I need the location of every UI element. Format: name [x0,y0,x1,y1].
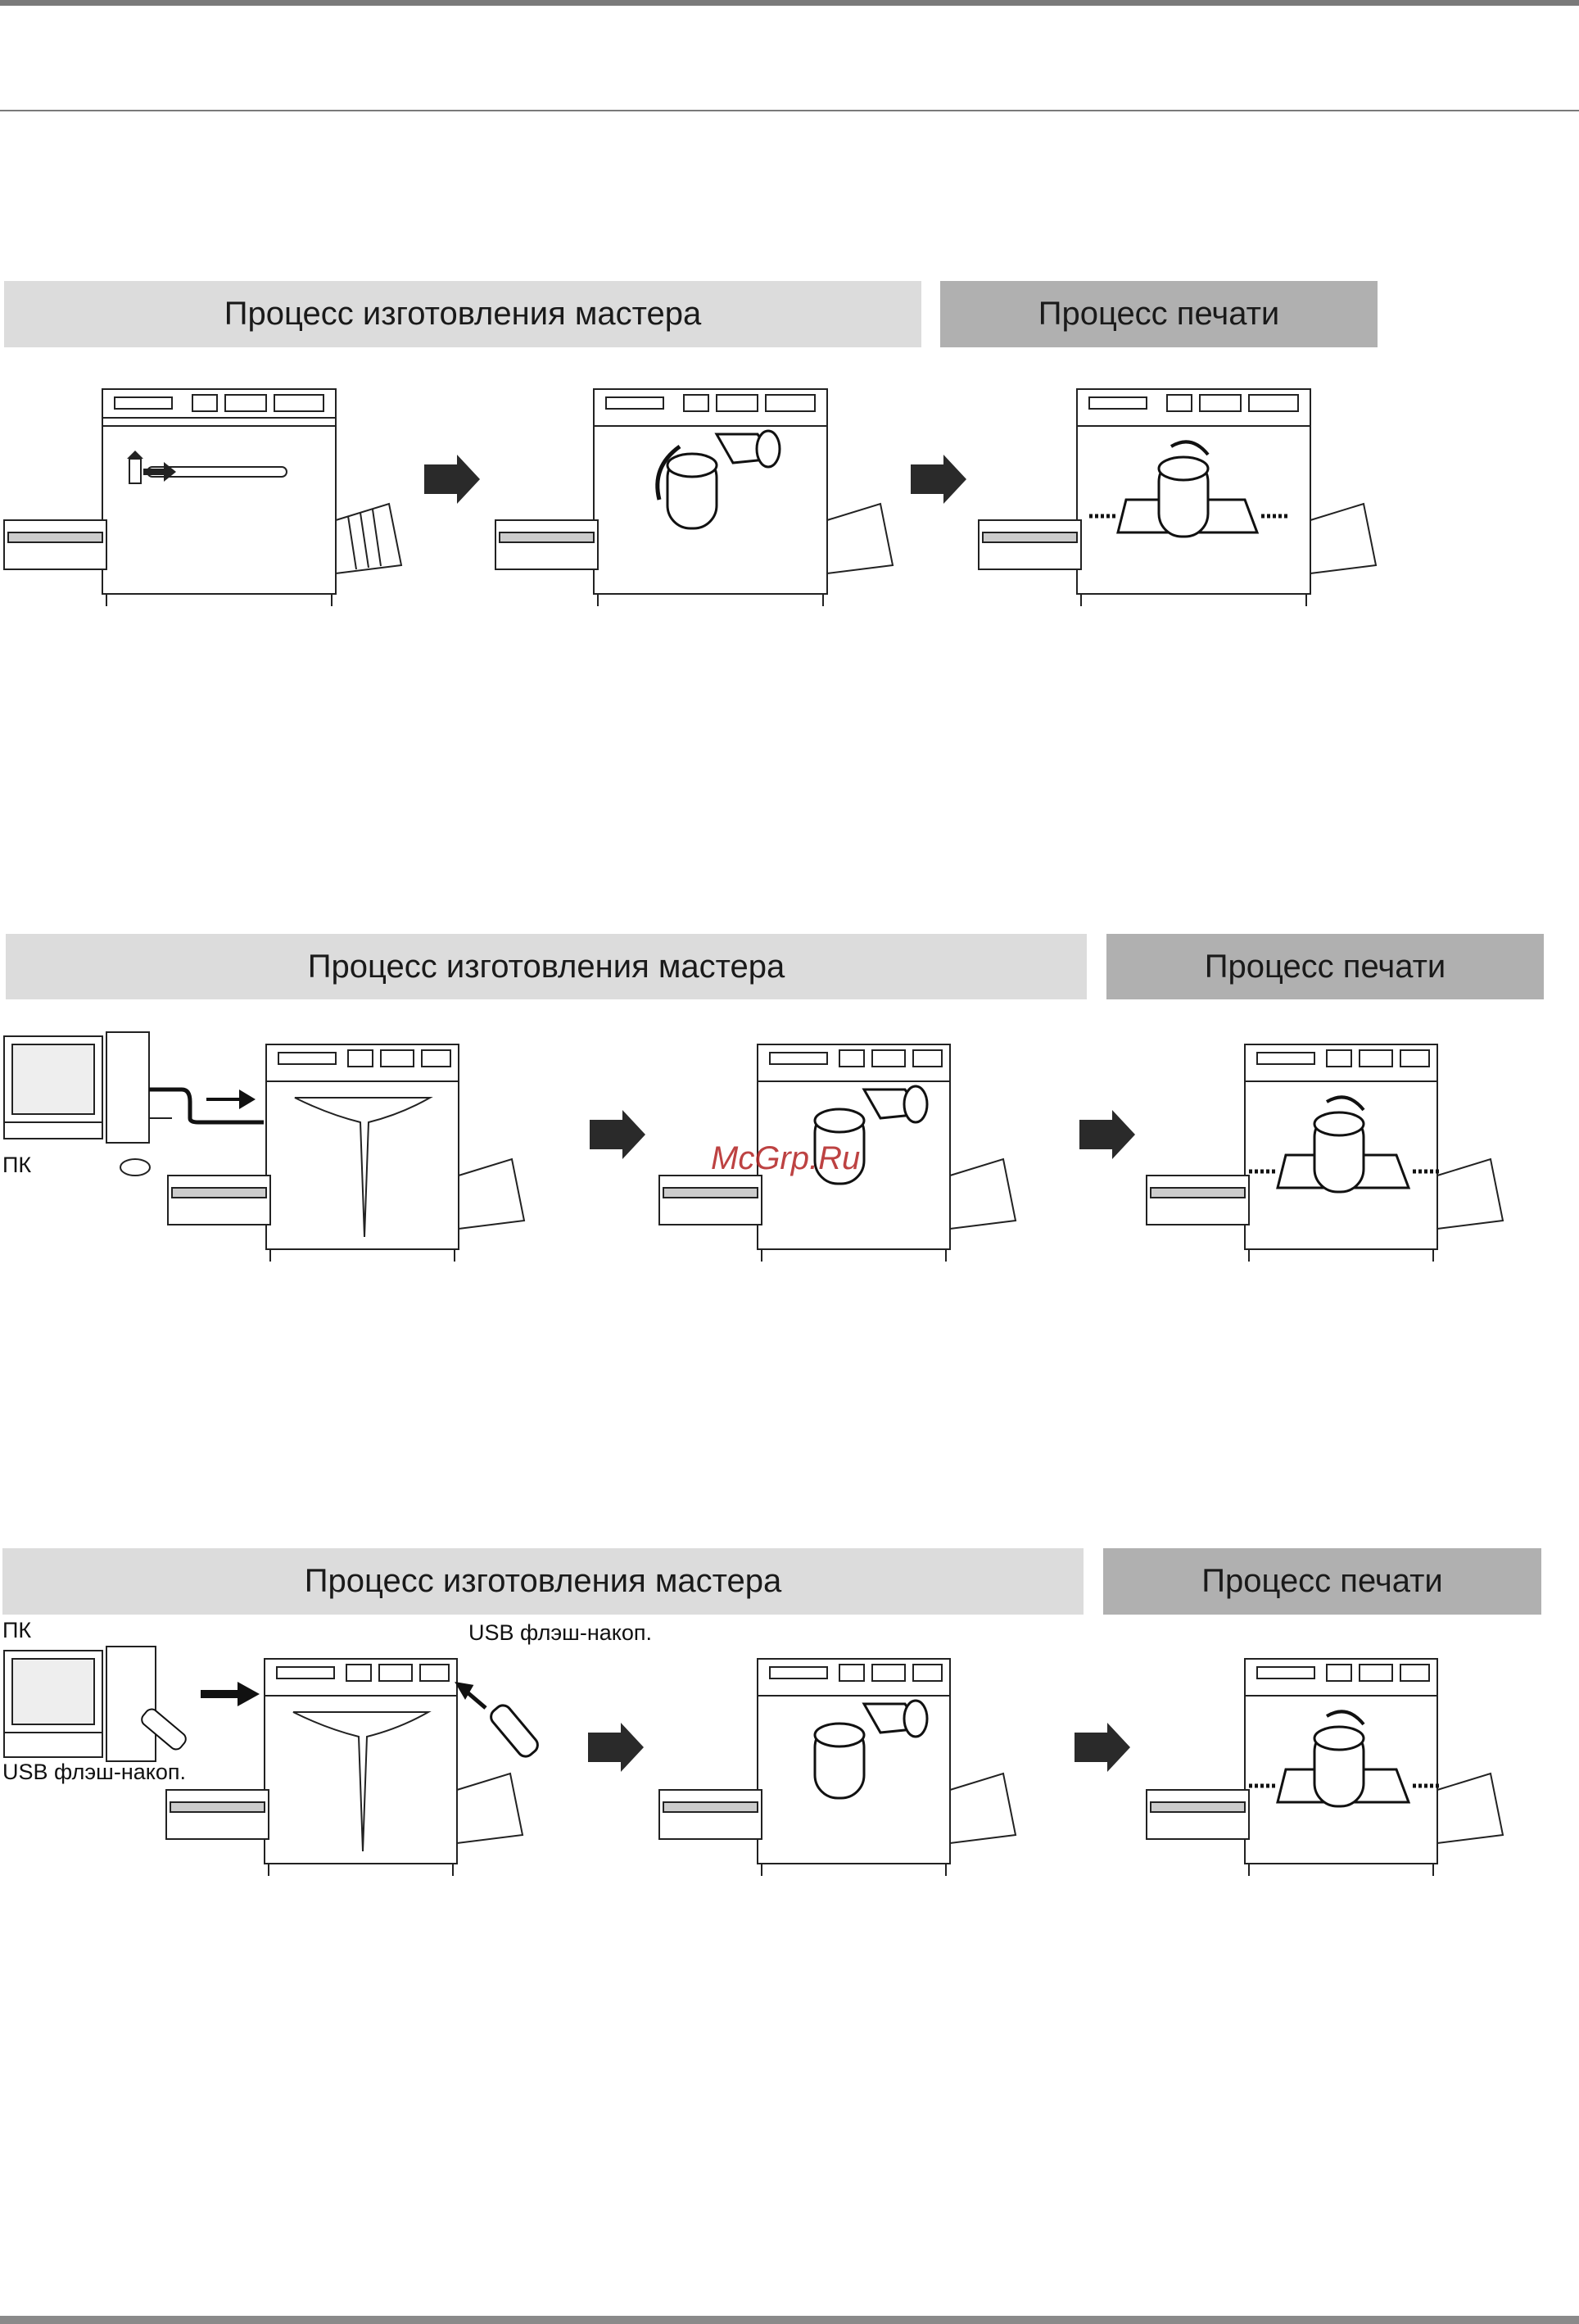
print-process-label: Процесс печати [1038,296,1280,333]
top-rule [0,0,1579,6]
process-arrow-icon [424,455,482,504]
pc-label: ПК [2,1618,31,1643]
master-process-label: Процесс изготовления мастера [305,1563,781,1600]
usb-label-top: USB флэш-накоп. [468,1620,652,1646]
print-process-label: Процесс печати [1201,1563,1443,1600]
print-process-band: Процесс печати [940,281,1378,347]
master-process-label: Процесс изготовления мастера [308,949,785,985]
print-process-label: Процесс печати [1205,949,1446,985]
printer-print-illustration [1142,1032,1552,1262]
usb-flash-drive-icon [457,1683,541,1760]
pc-label: ПК [2,1153,31,1178]
printer-scan-illustration [0,377,409,606]
process-arrow-icon [590,1110,647,1159]
watermark: McGrp.Ru [711,1140,860,1177]
printer-scan-illustration [164,1032,573,1262]
master-process-band: Процесс изготовления мастера [2,1548,1084,1615]
process-arrow-icon [911,455,968,504]
print-process-band: Процесс печати [1106,934,1544,999]
master-process-band: Процесс изготовления мастера [4,281,921,347]
master-process-band: Процесс изготовления мастера [6,934,1087,999]
printer-scan-illustration [162,1647,572,1876]
printer-master-illustration [655,1647,1065,1876]
master-process-label: Процесс изготовления мастера [224,296,701,333]
process-arrow-icon [1075,1723,1132,1772]
print-process-band: Процесс печати [1103,1548,1541,1615]
header-rule [0,110,1579,111]
printer-master-illustration [491,377,901,606]
bottom-rule [0,2316,1579,2324]
printer-print-illustration [975,377,1384,606]
usb-label-bottom: USB флэш-накоп. [2,1760,186,1785]
process-arrow-icon [588,1723,645,1772]
process-arrow-icon [1079,1110,1137,1159]
printer-print-illustration [1142,1647,1552,1876]
